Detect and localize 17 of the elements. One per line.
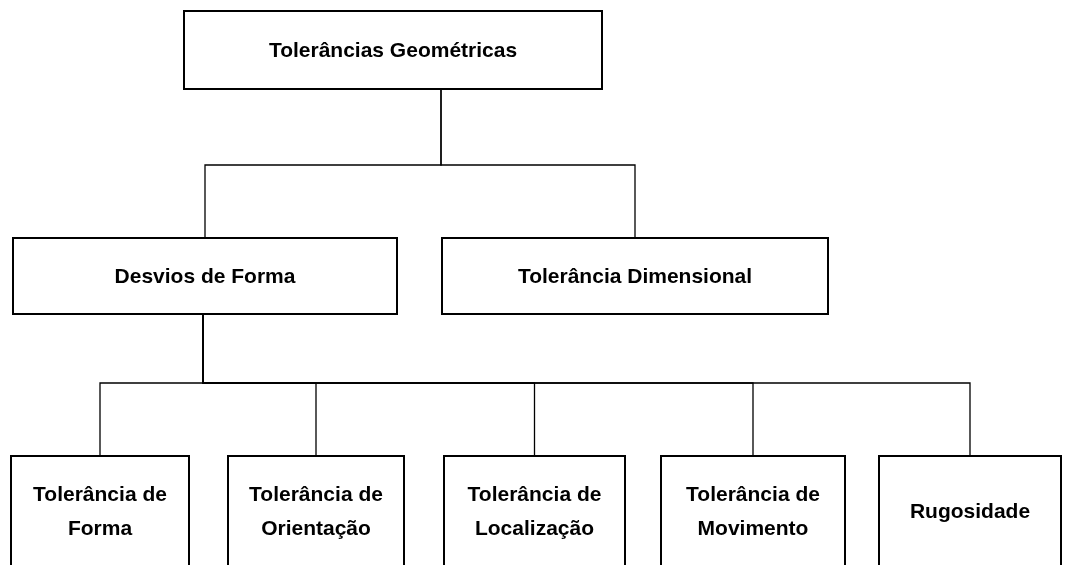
box-label: Tolerância de Orientação [248,481,384,541]
connector-line [440,89,636,238]
box-label: Tolerância Dimensional [516,263,754,289]
category-box [12,237,398,315]
box-label: Rugosidade [908,498,1032,524]
box-label: Tolerâncias Geométricas [267,37,519,63]
box-label: Tolerância de Forma [32,481,168,541]
category-box [10,455,190,565]
category-box [441,237,829,315]
category-box [443,455,626,565]
category-box [227,455,405,565]
box-label: Tolerância de Localização [466,481,603,541]
box-label: Tolerância de Movimento [685,481,821,541]
category-box [660,455,846,565]
category-box [183,10,603,90]
box-label: Desvios de Forma [113,263,297,289]
category-box [878,455,1062,565]
